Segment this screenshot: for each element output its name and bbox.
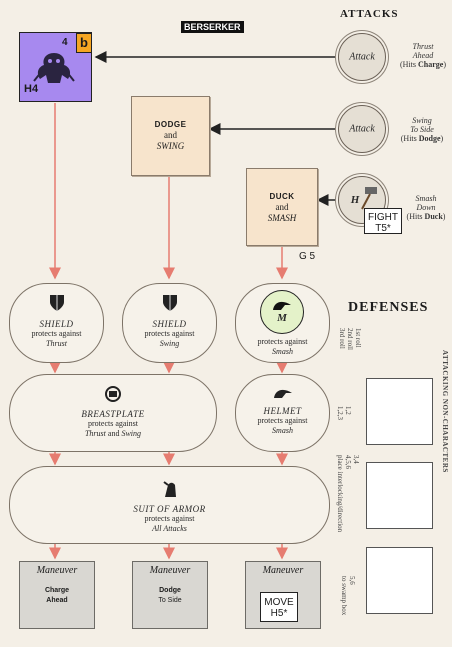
armor-icon (162, 481, 176, 497)
non-character-title: ATTACKING NON-CHARACTERS (441, 350, 449, 473)
maneuver-charge[interactable]: Maneuver Charge Ahead (19, 561, 95, 629)
breastplate-icon (105, 386, 121, 402)
duck-smash-box[interactable]: DUCK and SMASH (246, 168, 318, 246)
grid-reference: G 5 (299, 251, 316, 262)
status-badge: b (76, 33, 92, 53)
helmet-icon (273, 389, 292, 398)
hammer-icon (361, 187, 377, 210)
helmet-marker-letter: M (277, 312, 287, 324)
counter-code: H4 (24, 83, 39, 95)
roll-box-3[interactable] (366, 547, 433, 614)
shield-icon (162, 295, 177, 311)
berserker-label: BERSERKER (181, 21, 244, 33)
helmet-defense[interactable]: HELMET protects against Smash (235, 374, 330, 452)
attack-swing-circle[interactable]: Attack (338, 105, 386, 153)
counter-number: 4 (62, 37, 68, 48)
helmet-icon (273, 301, 291, 310)
attacks-title: ATTACKS (340, 8, 399, 20)
attack-label: H (350, 194, 360, 206)
dodge-swing-box[interactable]: DODGE and SWING (131, 96, 210, 176)
breastplate-defense[interactable]: BREASTPLATE protects against Thrust and … (9, 374, 217, 452)
maneuver-dodge[interactable]: Maneuver Dodge To Side (132, 561, 208, 629)
berserker-figure-icon (33, 53, 75, 83)
suit-of-armor-defense[interactable]: SUIT OF ARMOR protects against All Attac… (9, 466, 330, 544)
attack-label: Attack (349, 123, 375, 135)
helmet-marker[interactable]: M (260, 290, 304, 334)
shield-thrust-defense[interactable]: SHIELD protects against Thrust (9, 283, 104, 363)
roll-box-2[interactable] (366, 462, 433, 529)
berserker-counter[interactable]: 4 b H4 (19, 32, 92, 102)
roll-box-1[interactable] (366, 378, 433, 445)
helmet-smash-defense[interactable]: M protects against Smash (235, 283, 330, 363)
attack-thrust-circle[interactable]: Attack (338, 33, 386, 81)
shield-icon (49, 295, 64, 311)
defenses-title: DEFENSES (348, 300, 429, 315)
attack-label: Attack (349, 51, 375, 63)
shield-swing-defense[interactable]: SHIELD protects against Swing (122, 283, 217, 363)
